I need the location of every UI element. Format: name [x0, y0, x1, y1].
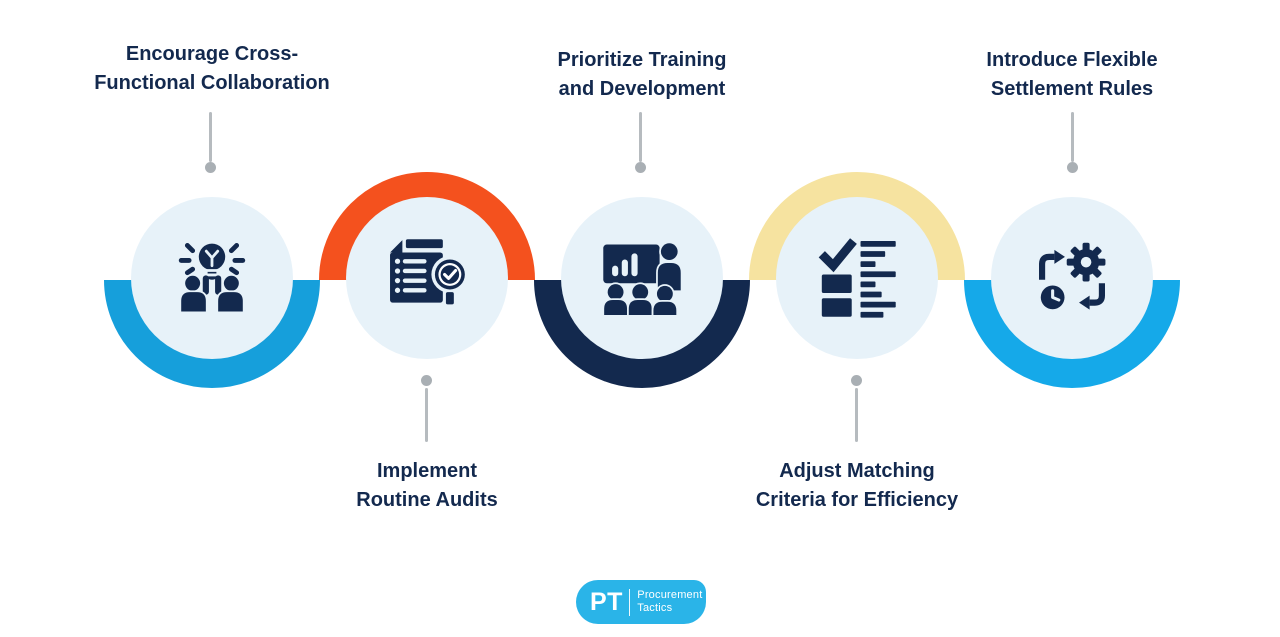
logo-divider	[628, 588, 631, 616]
step-label-4: Adjust Matching Criteria for Efficiency	[755, 460, 959, 511]
node-circle-3	[561, 197, 723, 359]
connector-line-5	[1071, 112, 1074, 162]
step-label-5: Introduce Flexible Settlement Rules	[986, 49, 1158, 100]
procurement-tactics-logo: PT Procurement Tactics	[576, 580, 706, 624]
connector-line-4	[855, 388, 858, 442]
arc-step-2	[319, 172, 535, 280]
matching-criteria-list-icon	[818, 238, 896, 318]
connector-line-3	[639, 112, 642, 162]
node-circle-5	[991, 197, 1153, 359]
connector-line-1	[209, 112, 212, 162]
arc-step-1	[104, 280, 320, 388]
step-label-3: Prioritize Training and Development	[557, 49, 727, 100]
collaboration-idea-icon	[178, 243, 246, 314]
step-label-1: Encourage Cross- Functional Collaboratio…	[94, 43, 330, 94]
connector-dot-1	[205, 162, 216, 173]
connector-dot-5	[1067, 162, 1078, 173]
connector-dot-3	[635, 162, 646, 173]
training-presentation-icon	[602, 241, 683, 317]
node-circle-2	[346, 197, 508, 359]
node-circle-4	[776, 197, 938, 359]
arc-step-5	[964, 280, 1180, 388]
connector-line-2	[425, 388, 428, 442]
logo-initials: PT	[590, 587, 623, 616]
node-circle-1	[131, 197, 293, 359]
connector-dot-4	[851, 375, 862, 386]
logo-wordmark: Procurement Tactics	[637, 588, 703, 615]
gear-clock-process-icon	[1039, 242, 1106, 310]
audit-checklist-magnifier-icon	[390, 239, 469, 305]
arc-step-3	[534, 280, 750, 388]
connector-dot-2	[421, 375, 432, 386]
step-label-2: Implement Routine Audits	[356, 460, 498, 511]
